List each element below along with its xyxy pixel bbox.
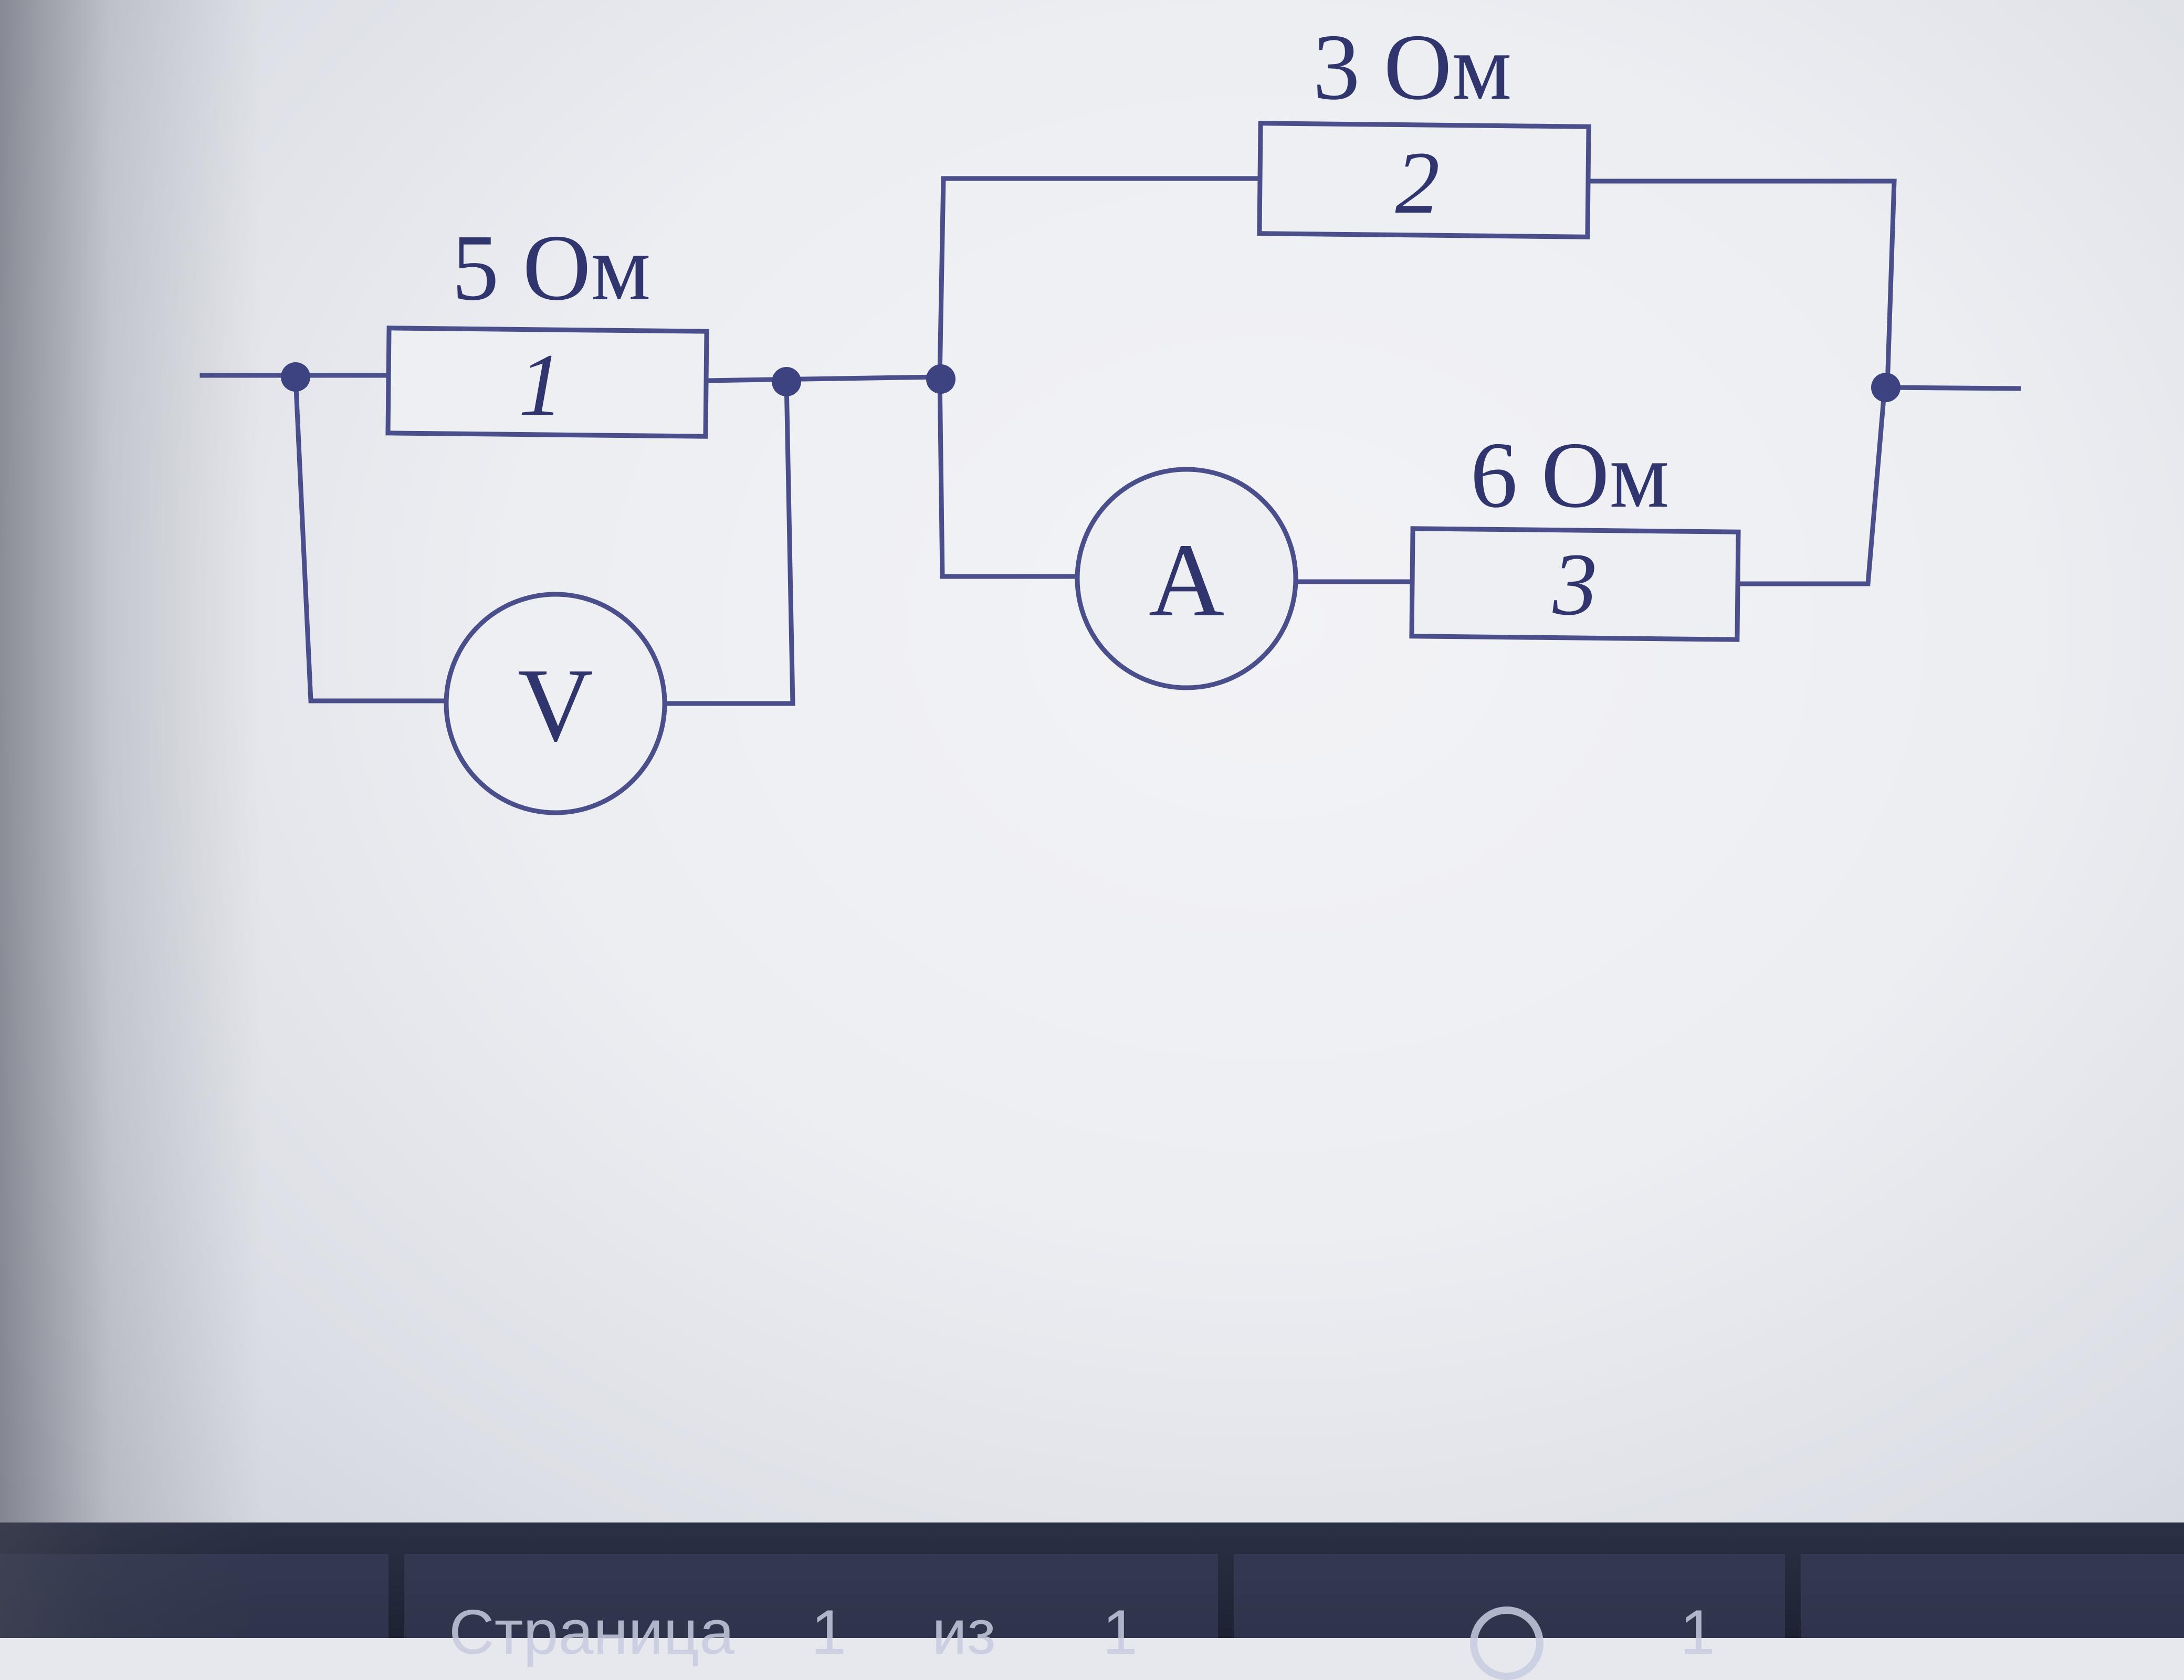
statusbar-section bbox=[0, 1554, 388, 1638]
junction-node bbox=[926, 364, 956, 394]
wire-r1-to-junction bbox=[704, 374, 942, 383]
wire-output bbox=[1882, 385, 2021, 391]
junction-node bbox=[772, 367, 801, 396]
viewer-statusbar bbox=[0, 1522, 2184, 1638]
resistor-1-number: 1 bbox=[519, 335, 563, 434]
zoom-icon[interactable] bbox=[1470, 1606, 1544, 1680]
resistor-1-label: 5 Ом bbox=[452, 215, 651, 320]
page-label: Страница bbox=[449, 1597, 734, 1667]
wire-branch-top-left bbox=[937, 176, 1263, 380]
page-number-input[interactable]: 1 bbox=[811, 1597, 846, 1667]
wire-branch-top-right bbox=[1586, 178, 1897, 388]
wire-branch-bottom-left bbox=[937, 374, 1078, 579]
resistor-3-label: 6 Ом bbox=[1471, 423, 1670, 527]
statusbar-section bbox=[1801, 1554, 2184, 1638]
resistor-2-label: 3 Ом bbox=[1313, 15, 1512, 119]
resistor-3-number: 3 bbox=[1552, 535, 1598, 634]
junction-node bbox=[1871, 373, 1900, 402]
page-of-label: из bbox=[932, 1597, 996, 1667]
circuit-diagram: 5 Ом 3 Ом 6 Ом 1 2 3 V A bbox=[200, 15, 2021, 815]
junction-node bbox=[281, 362, 310, 392]
wire-branch-bottom-right bbox=[1735, 383, 1887, 586]
document-view: ▔▔▔ ▔▔▔▔▔▔▔ ▔▔▔▔▔▔ ▔▔▔▔▔▔▔▔ ▔▔▔▔▔ bbox=[200, 0, 2021, 815]
resistor-2-number: 2 bbox=[1395, 133, 1440, 232]
ammeter-symbol: A bbox=[1149, 522, 1224, 638]
voltmeter-symbol: V bbox=[518, 647, 593, 763]
zoom-value: 1 bbox=[1680, 1597, 1715, 1667]
page-total: 1 bbox=[1102, 1597, 1138, 1667]
